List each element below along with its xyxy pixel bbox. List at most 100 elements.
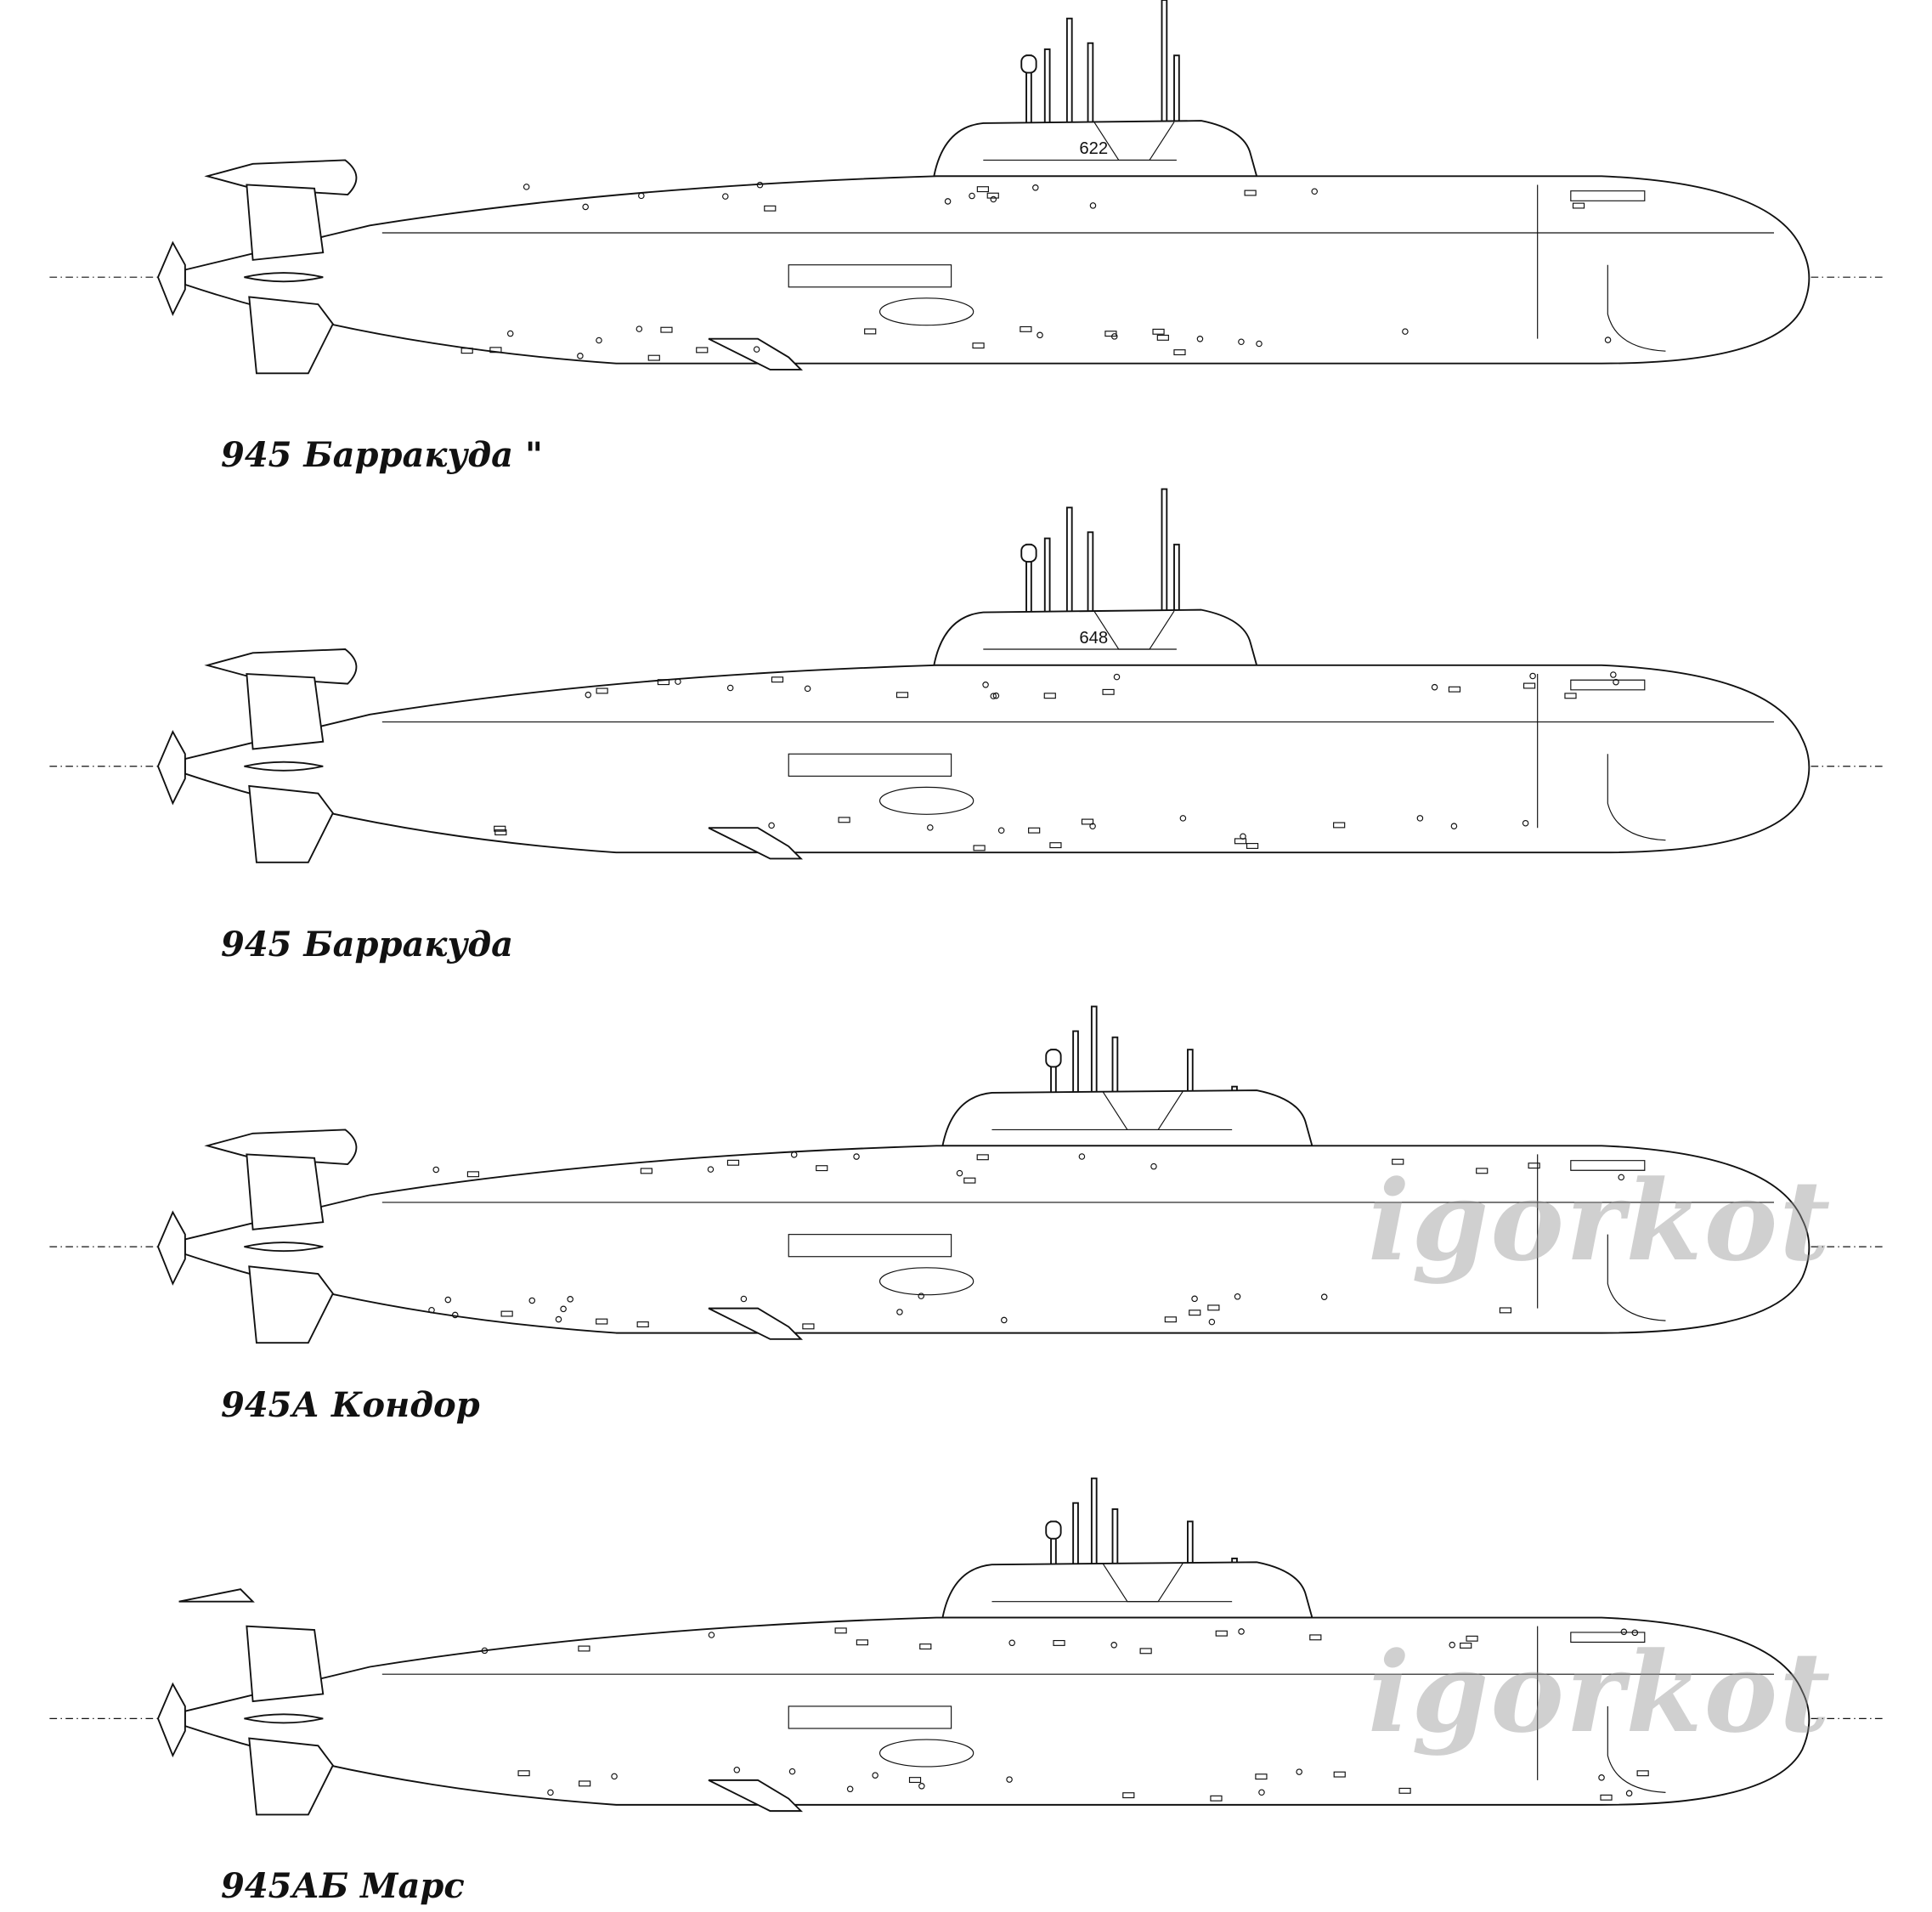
radar-dome (1020, 54, 1037, 74)
hull-opening (878, 1267, 974, 1296)
upper-rudder (246, 184, 325, 261)
hull-number: 622 (1079, 139, 1108, 158)
hull-detail (636, 325, 643, 332)
hull-detail (1150, 1162, 1157, 1170)
hull-detail (1238, 1628, 1245, 1635)
hull-detail (1572, 202, 1585, 209)
hull-number: 648 (1079, 629, 1108, 648)
hull-detail (560, 1305, 567, 1313)
propeller (156, 730, 186, 806)
sail (941, 1089, 1313, 1147)
hull-detail (853, 1153, 860, 1160)
bow-hydroplane (708, 337, 804, 371)
hull-panel (788, 1234, 952, 1258)
hull-detail (1008, 1639, 1015, 1647)
hull-detail (726, 684, 734, 692)
hull-detail (1499, 1307, 1512, 1314)
lower-rudder (248, 784, 334, 863)
hull-detail (1240, 833, 1246, 840)
hull-detail (1210, 1795, 1223, 1802)
hull-detail (919, 1643, 932, 1650)
hull-detail (1450, 823, 1458, 829)
hull-detail (990, 195, 997, 203)
hull-detail (696, 347, 709, 354)
hull-detail (1613, 678, 1619, 686)
lower-rudder (248, 1265, 334, 1344)
hull-detail (494, 829, 507, 836)
hull-panel (788, 264, 952, 288)
hull-detail (428, 1306, 435, 1314)
hull-detail (596, 687, 608, 694)
hull-detail (1104, 331, 1117, 337)
hull-detail (1398, 1787, 1411, 1794)
hull-detail (976, 186, 989, 193)
hull-detail (1234, 1293, 1241, 1300)
hull-detail (636, 1321, 649, 1328)
hull-detail (788, 1768, 796, 1775)
bow-hydroplane (708, 827, 804, 860)
hull-detail (846, 1785, 854, 1793)
propeller (156, 1682, 186, 1758)
hull-opening (878, 297, 974, 326)
propeller (156, 240, 186, 316)
hull-detail (838, 817, 850, 823)
hull-detail (1309, 1634, 1322, 1641)
sail-window-frame (1102, 1091, 1183, 1130)
hull-detail (726, 1159, 740, 1166)
hull-detail (756, 181, 764, 189)
bow-hatch (1570, 190, 1646, 201)
hull-detail (1164, 1316, 1177, 1323)
hull-detail (1333, 1771, 1346, 1778)
hull-detail (1208, 1318, 1216, 1326)
hull-detail (982, 682, 989, 688)
sail (941, 1561, 1313, 1619)
hull-detail (1448, 686, 1461, 693)
submarine-2: 648 (49, 488, 1885, 863)
stabilizer (244, 272, 324, 283)
hull-detail (1207, 1304, 1220, 1311)
hull-detail (1246, 843, 1259, 849)
hull-detail (1529, 672, 1536, 680)
hull-detail (1020, 325, 1032, 332)
hull-detail (647, 354, 660, 361)
hull-detail (1244, 190, 1257, 196)
hull-detail (1522, 819, 1529, 827)
hull-detail (1528, 1162, 1540, 1169)
hull-detail (1460, 1642, 1472, 1649)
hull-panel (788, 1706, 952, 1729)
radar-dome (1045, 1520, 1062, 1540)
sail-window-frame (1093, 122, 1175, 161)
hull-detail (638, 192, 645, 200)
hull-detail (1296, 1768, 1302, 1775)
hull-detail (753, 346, 760, 353)
watermark-2: igorkot (1368, 1627, 1833, 1757)
hull-detail (1156, 334, 1169, 341)
hull-detail (517, 1770, 530, 1777)
stabilizer (244, 1713, 324, 1724)
stabilizer (244, 1242, 324, 1253)
hull-detail (802, 1323, 815, 1330)
label-sub-4: 945АБ Марс (221, 1866, 465, 1906)
hull-detail (973, 845, 986, 851)
hull-detail (1449, 1641, 1455, 1649)
bow-hydroplane (708, 1307, 804, 1340)
hull-detail (577, 353, 584, 359)
hull (184, 175, 1811, 365)
hull-detail (990, 693, 997, 699)
sail-window-frame (1093, 610, 1175, 650)
label-sub-2: 945 Барракуда (221, 925, 514, 964)
hull-detail (1416, 815, 1424, 822)
hull-detail (1402, 328, 1409, 335)
hull-detail (1238, 338, 1245, 346)
hull-detail (1191, 1295, 1198, 1303)
hull-detail (707, 1166, 715, 1173)
hull-detail (1431, 683, 1438, 691)
hull-detail (1006, 1776, 1013, 1783)
hull-detail (432, 1166, 440, 1174)
hull-detail (972, 342, 985, 349)
stabilizer (244, 761, 324, 772)
hull-detail (1618, 1174, 1625, 1181)
hull-detail (657, 679, 670, 686)
hull-detail (1152, 328, 1165, 335)
hull-detail (1258, 1789, 1265, 1796)
